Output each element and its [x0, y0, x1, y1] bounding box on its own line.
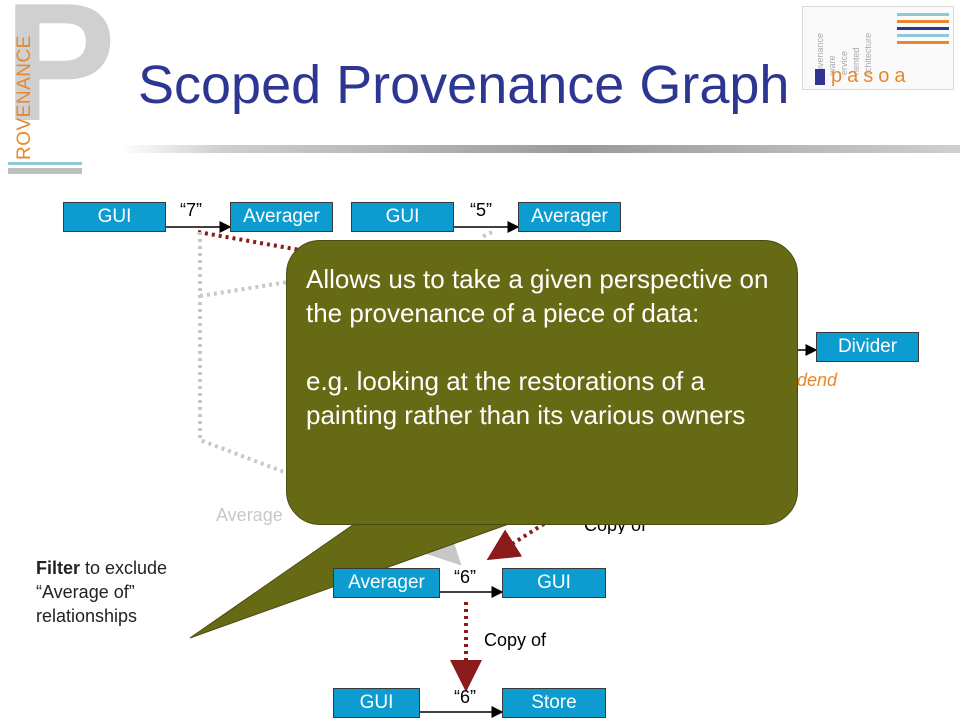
filter-note: Filter to exclude “Average of” relations… [36, 556, 167, 628]
pasoa-logo-stripes [897, 13, 949, 48]
edge-label-average-of: Average [216, 505, 283, 525]
edge-label-value-6b: “6” [454, 687, 476, 707]
pasoa-logo-mark [815, 69, 825, 85]
average-of-edge-2 [199, 280, 289, 298]
callout-line-1: Allows us to take a given perspective on… [306, 264, 769, 328]
average-of-edge [198, 232, 301, 480]
node-divider: Divider [816, 332, 919, 362]
callout-line-2: e.g. looking at the restorations of a pa… [306, 366, 746, 430]
node-gui-2: GUI [351, 202, 454, 232]
callout-text: Allows us to take a given perspective on… [306, 262, 786, 432]
logo-accent-bar [8, 162, 82, 165]
logo-base-bar [8, 168, 82, 174]
filter-note-rest-1: to exclude [80, 558, 168, 578]
edge-label-copy-of: Copy of [484, 630, 547, 650]
filter-note-bold: Filter [36, 558, 81, 578]
node-averager-3: Averager [333, 568, 440, 598]
edge-label-value-7: “7” [180, 200, 202, 220]
node-gui-1: GUI [63, 202, 166, 232]
title-underline [120, 145, 960, 153]
edge-label-dividend: dend [797, 370, 838, 390]
edge-label-value-5: “5” [470, 200, 492, 220]
logo-letter-p: P [4, 0, 117, 156]
copy-of-edge-top [197, 230, 301, 252]
filter-note-rest-2: “Average of” [36, 582, 135, 602]
node-gui-3: GUI [502, 568, 606, 598]
pasoa-logo: rovenance ware ervice riented rchitectur… [802, 6, 954, 90]
average-of-arrow-end [419, 523, 462, 566]
node-averager-2: Averager [518, 202, 621, 232]
node-averager-1: Averager [230, 202, 333, 232]
edge-label-value-6a: “6” [454, 567, 476, 587]
copy-of-edge-mid [486, 518, 552, 561]
slide-title: Scoped Provenance Graph [138, 55, 790, 115]
callout-bubble [286, 240, 798, 525]
average-of-edge-3 [479, 230, 493, 240]
node-store: Store [502, 688, 606, 718]
node-gui-4: GUI [333, 688, 420, 718]
pasoa-logo-brand: pasoa [831, 65, 911, 87]
filter-note-rest-3: relationships [36, 606, 138, 626]
provenance-logo: P ROVENANCE [0, 0, 116, 176]
